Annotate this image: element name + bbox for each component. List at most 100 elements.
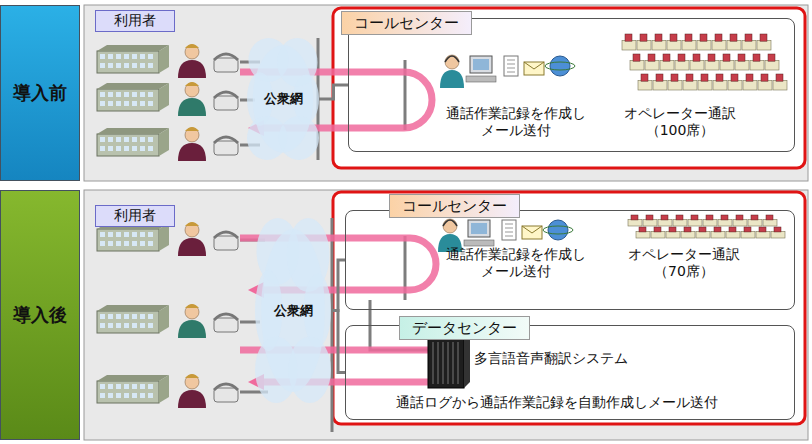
- desk-monitor: [736, 215, 743, 220]
- window: [108, 314, 113, 319]
- person-hair: [185, 82, 199, 86]
- window: [116, 146, 121, 151]
- operator-head: [445, 55, 459, 69]
- window: [100, 384, 105, 389]
- person-head: [185, 375, 199, 389]
- window: [132, 63, 137, 68]
- desk: [711, 231, 725, 238]
- desk-monitor: [669, 227, 676, 232]
- building-roof: [97, 45, 169, 51]
- desk: [652, 40, 666, 50]
- desk-monitor: [774, 227, 781, 232]
- window: [132, 323, 137, 328]
- desk: [688, 219, 702, 226]
- monitor-screen: [473, 59, 489, 70]
- window: [108, 393, 113, 398]
- window: [124, 92, 129, 97]
- window: [100, 314, 105, 319]
- window: [116, 137, 121, 142]
- telephone: [214, 236, 238, 250]
- desk-monitor: [760, 34, 767, 41]
- network-label: 公衆網: [264, 90, 303, 108]
- telephone-handset: [214, 137, 238, 143]
- window: [148, 137, 153, 142]
- telephone: [214, 96, 238, 110]
- desk-monitor: [730, 34, 737, 41]
- window: [148, 92, 153, 97]
- box-note: 通話作業記録を作成し メール送付: [446, 105, 586, 139]
- window: [148, 232, 153, 237]
- desk: [622, 40, 636, 50]
- desk-monitor: [684, 227, 691, 232]
- globe-orbit: [543, 226, 573, 234]
- operator-body: [440, 70, 464, 88]
- desk-monitor: [661, 215, 668, 220]
- building: [97, 381, 159, 403]
- desk-monitor: [699, 227, 706, 232]
- window: [148, 63, 153, 68]
- phase-band: 導入前: [0, 5, 80, 181]
- window: [124, 232, 129, 237]
- desk: [651, 231, 665, 238]
- server-side: [464, 332, 470, 388]
- window: [140, 54, 145, 59]
- telephone: [214, 318, 238, 332]
- window: [140, 63, 145, 68]
- person-head: [185, 128, 199, 142]
- person-body: [178, 320, 206, 338]
- desk-monitor: [686, 74, 693, 81]
- desk: [673, 219, 687, 226]
- desk-monitor: [631, 215, 638, 220]
- desk: [698, 80, 712, 90]
- desk: [728, 80, 742, 90]
- telephone-handset: [214, 232, 238, 238]
- desk: [742, 40, 756, 50]
- window: [148, 384, 153, 389]
- server-slot: [452, 342, 454, 384]
- desk: [720, 60, 734, 70]
- desk-monitor: [708, 54, 715, 61]
- desk: [638, 80, 652, 90]
- building-side: [159, 128, 169, 156]
- telephone: [214, 388, 238, 402]
- desk: [681, 231, 695, 238]
- window: [132, 54, 137, 59]
- network-cloud: 公衆網: [247, 38, 319, 160]
- window: [116, 92, 121, 97]
- desk: [660, 60, 674, 70]
- center-box: データセンター多言語音声翻訳システム通話ログから通話作業記録を自動作成しメール送…: [345, 325, 795, 420]
- window: [124, 101, 129, 106]
- role-tag: 利用者: [95, 10, 175, 32]
- server-slot: [437, 342, 439, 384]
- role-label: 利用者: [114, 207, 156, 225]
- building-roof: [97, 83, 169, 89]
- red-frame: [333, 8, 805, 168]
- box-note: 多言語音声翻訳システム: [474, 350, 628, 367]
- user: [97, 222, 238, 256]
- window: [108, 54, 113, 59]
- desk-monitor: [759, 227, 766, 232]
- person-head: [185, 223, 199, 237]
- telephone-handset: [214, 54, 238, 60]
- server-slot: [447, 342, 449, 384]
- window: [108, 323, 113, 328]
- desk-monitor: [700, 34, 707, 41]
- desk: [653, 80, 667, 90]
- user: [97, 304, 238, 338]
- desk: [763, 219, 777, 226]
- operator-head: [443, 219, 457, 233]
- window: [116, 101, 121, 106]
- box-note: オペレーター通訳 （100席）: [624, 105, 736, 139]
- window: [116, 241, 121, 246]
- person-body: [178, 238, 206, 256]
- telephone-handset: [214, 384, 238, 390]
- operator-desks: [622, 34, 787, 238]
- desk-monitor: [761, 74, 768, 81]
- desk: [628, 219, 642, 226]
- desk: [668, 80, 682, 90]
- desk-monitor: [716, 74, 723, 81]
- person-hair: [185, 44, 199, 48]
- desk-monitor: [654, 227, 661, 232]
- desk: [758, 80, 772, 90]
- window: [108, 384, 113, 389]
